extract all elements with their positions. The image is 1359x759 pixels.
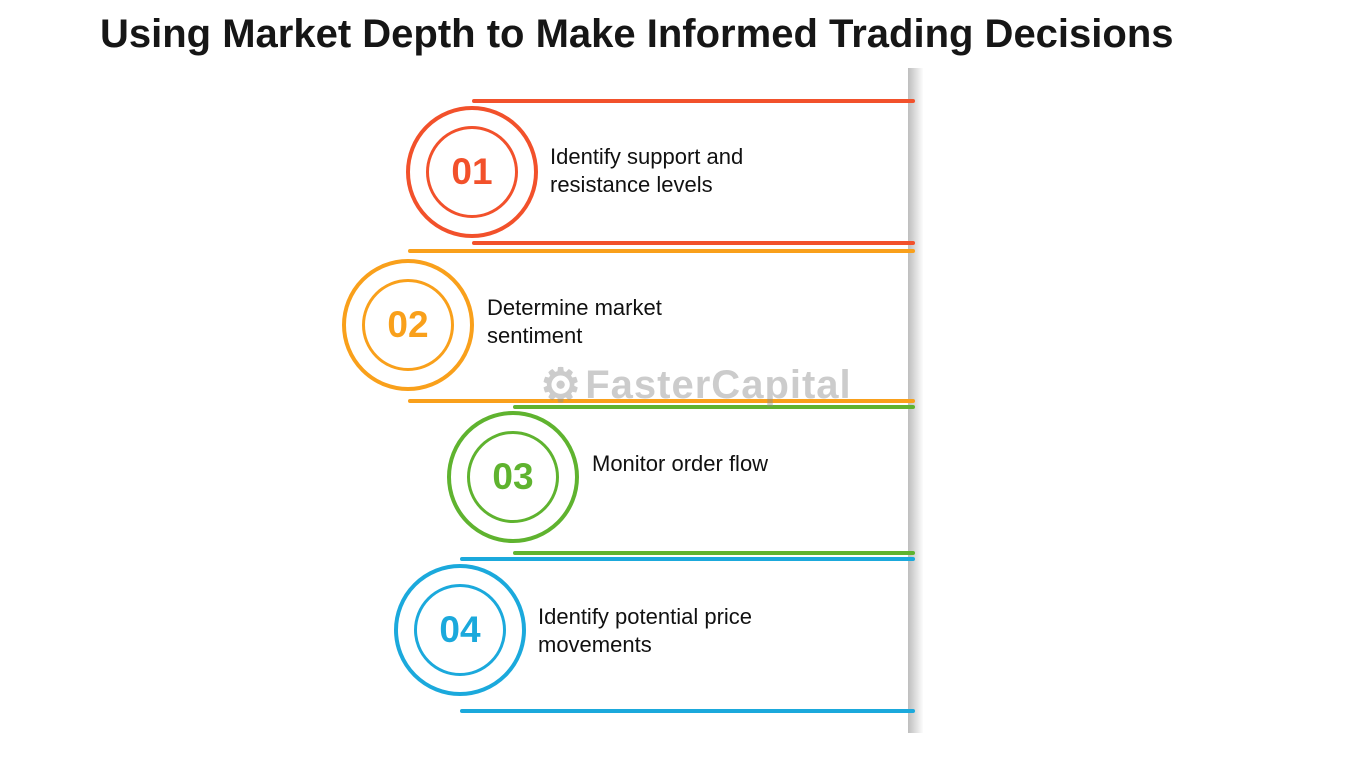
step-number: 04 xyxy=(414,584,506,676)
step-number: 01 xyxy=(426,126,518,218)
step-number-badge: 01 xyxy=(406,106,538,238)
step-connector-line-bottom xyxy=(408,399,915,403)
step-label: Identify support and resistance levels xyxy=(550,144,744,197)
step-connector-line-bottom xyxy=(472,241,915,245)
page-edge-shadow xyxy=(908,68,923,733)
step-number-badge: 03 xyxy=(447,411,579,543)
step-connector-line-top xyxy=(513,405,915,409)
page-title: Using Market Depth to Make Informed Trad… xyxy=(100,12,1174,56)
step-connector-line-bottom xyxy=(460,709,915,713)
step-connector-line-top xyxy=(472,99,915,103)
step-number-badge: 04 xyxy=(394,564,526,696)
step-label: Determine market sentiment xyxy=(487,295,662,348)
step-label: Monitor order flow xyxy=(592,451,769,476)
step-number: 03 xyxy=(467,431,559,523)
step-connector-line-top xyxy=(460,557,915,561)
step-connector-line-top xyxy=(408,249,915,253)
step-number-badge: 02 xyxy=(342,259,474,391)
step-number: 02 xyxy=(362,279,454,371)
step-connector-line-bottom xyxy=(513,551,915,555)
step-label: Identify potential price movements xyxy=(538,604,753,657)
